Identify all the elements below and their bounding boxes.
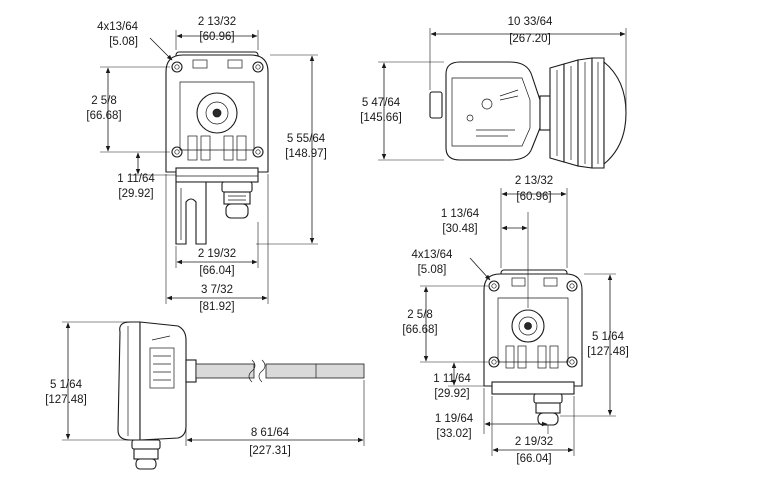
dim-d-height-mm: [127.48] (45, 394, 87, 406)
dim-c-lower-offset: 1 11/64 (433, 373, 471, 385)
dim-c-inner-offset-mm: [30.48] (442, 223, 477, 235)
view-front-with-fitting: 4x13/64 [5.08] 2 13/32 [60.96] 2 5/8 [66… (86, 16, 326, 313)
housing-front-compact (483, 269, 583, 395)
probe-bracket (175, 181, 207, 245)
dim-c-fitting-offset: 1 19/64 (435, 413, 474, 425)
dim-a-overall-width-mm: [81.92] (199, 301, 234, 313)
dim-a-hole-offset-mm: [66.68] (86, 110, 121, 122)
housing-front (165, 51, 269, 183)
dim-c-holes-mm: [5.08] (418, 264, 447, 276)
cable-gland-compact (533, 393, 563, 426)
dim-d-height: 5 1/64 (50, 379, 83, 391)
dim-a-holes: 4x13/64 (97, 21, 139, 33)
dim-a-base-width-mm: [66.04] (199, 265, 234, 277)
dim-c-base-width-mm: [66.04] (516, 453, 551, 465)
radiation-shield (539, 57, 627, 169)
side-cable-gland (131, 439, 161, 470)
dim-a-overall-width: 3 7/32 (201, 284, 233, 296)
dim-a-hole-offset: 2 5/8 (91, 95, 117, 107)
dim-c-top-width: 2 13/32 (515, 175, 553, 187)
dim-d-probe-length: 8 61/64 (251, 427, 290, 439)
housing-side-probe (117, 321, 187, 441)
view-side-with-probe: 5 1/64 [127.48] 8 61/64 [227.31] (45, 321, 365, 470)
dim-a-top-width: 2 13/32 (198, 16, 236, 28)
dim-b-height-mm: [145.66] (360, 112, 402, 124)
dim-d-probe-length-mm: [227.31] (249, 445, 291, 457)
duct-probe (185, 359, 365, 383)
dim-c-top-width-mm: [60.96] (516, 191, 551, 203)
housing-side (429, 61, 541, 161)
dim-c-height: 5 1/64 (592, 331, 625, 343)
dim-a-lower-offset: 1 11/64 (117, 173, 155, 185)
dim-c-inner-offset: 1 13/64 (441, 208, 480, 220)
dim-c-lower-offset-mm: [29.92] (434, 388, 469, 400)
dim-a-total-height-mm: [148.97] (285, 148, 327, 160)
dim-a-base-width: 2 19/32 (198, 248, 236, 260)
dim-b-height: 5 47/64 (362, 97, 401, 109)
view-front-compact: 2 13/32 [60.96] 1 13/64 [30.48] 4x13/64 … (402, 175, 628, 465)
dim-c-hole-offset: 2 5/8 (407, 309, 433, 321)
dim-c-height-mm: [127.48] (587, 346, 629, 358)
dim-a-lower-offset-mm: [29.92] (118, 188, 153, 200)
dim-c-holes: 4x13/64 (412, 249, 454, 261)
dim-a-total-height: 5 55/64 (287, 133, 326, 145)
dim-a-top-width-mm: [60.96] (199, 31, 234, 43)
dim-c-base-width: 2 19/32 (515, 436, 553, 448)
dim-c-hole-offset-mm: [66.68] (402, 324, 437, 336)
dim-b-total-length: 10 33/64 (508, 16, 553, 28)
dim-c-fitting-offset-mm: [33.02] (436, 428, 471, 440)
dim-b-total-length-mm: [267.20] (509, 33, 551, 45)
dim-a-holes-mm: [5.08] (109, 36, 138, 48)
view-side-with-shield: 10 33/64 [267.20] 5 47/64 [145.66] (360, 16, 627, 169)
cable-gland (221, 181, 253, 219)
